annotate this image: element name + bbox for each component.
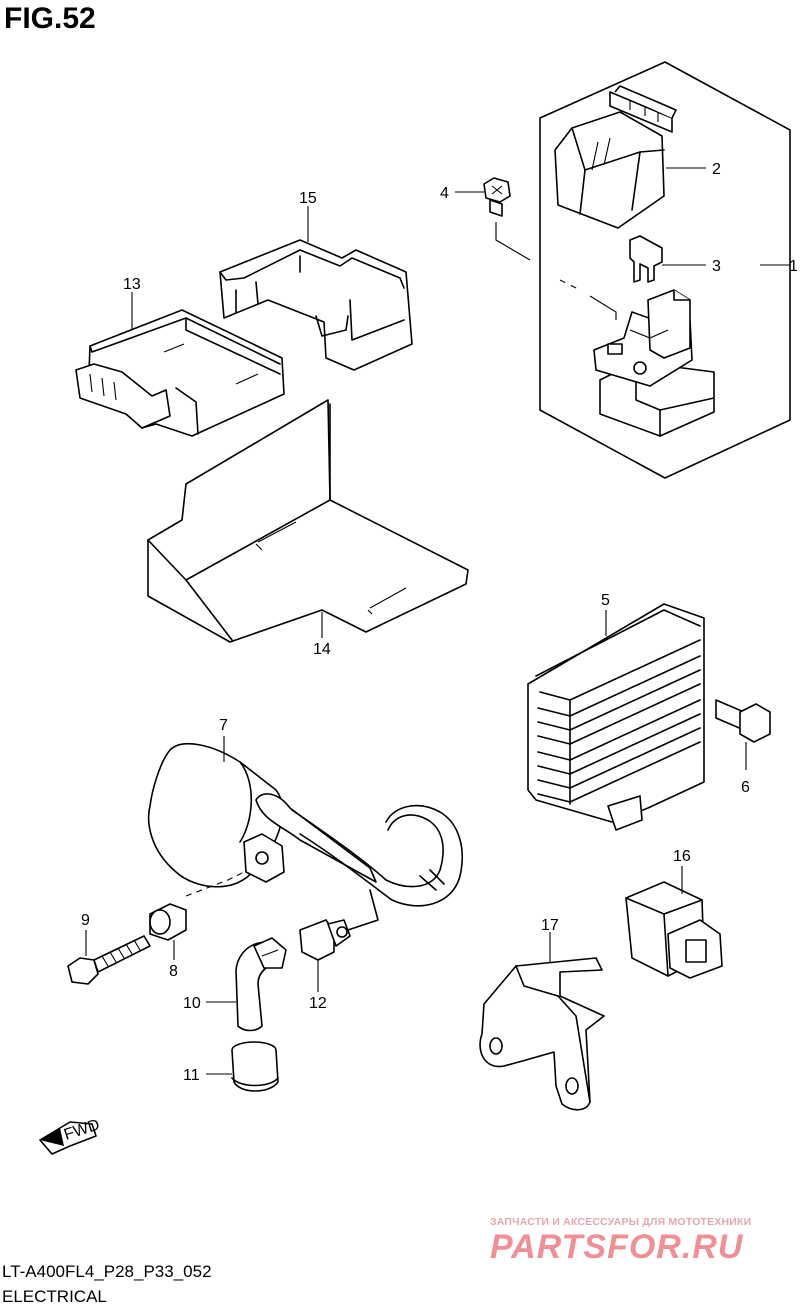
callout-16: 16 xyxy=(673,848,691,865)
callout-7: 7 xyxy=(219,717,228,734)
part-1-starter-relay[interactable] xyxy=(593,289,715,437)
callout-8: 8 xyxy=(169,963,178,980)
figure-title: FIG.52 xyxy=(4,2,96,35)
part-group-1-frame xyxy=(539,61,791,479)
part-14-ecu-tray[interactable] xyxy=(147,399,469,643)
part-16-connector[interactable] xyxy=(625,866,723,979)
part-17-bracket[interactable] xyxy=(479,932,605,1111)
part-2-relay-cover[interactable] xyxy=(554,85,706,229)
part-4-screw[interactable] xyxy=(455,177,617,320)
part-9-bolt[interactable] xyxy=(67,930,151,985)
part-12-cap[interactable] xyxy=(299,919,351,992)
fwd-arrow-icon: FWD xyxy=(39,1116,102,1155)
callout-14: 14 xyxy=(313,641,331,658)
callout-11: 11 xyxy=(183,1067,200,1084)
part-6-bolt[interactable] xyxy=(715,699,771,770)
section-name: ELECTRICAL xyxy=(2,1287,107,1306)
watermark-logo: PARTSFOR.RU xyxy=(490,1228,744,1266)
callout-17: 17 xyxy=(541,917,559,934)
callout-9: 9 xyxy=(81,912,90,929)
part-10-plug-cap[interactable] xyxy=(206,937,287,1032)
callout-12: 12 xyxy=(309,995,327,1012)
callout-6: 6 xyxy=(741,779,750,796)
watermark-subtitle: ЗАПЧАСТИ И АКСЕССУАРЫ ДЛЯ МОТОТЕХНИКИ xyxy=(490,1216,752,1228)
part-5-regulator-rectifier[interactable] xyxy=(527,603,705,831)
callout-4: 4 xyxy=(440,185,449,202)
part-3-fuse[interactable] xyxy=(629,235,706,283)
part-7-ignition-coil[interactable] xyxy=(147,736,463,933)
part-8-collar[interactable] xyxy=(149,903,187,960)
callout-1: 1 xyxy=(789,258,798,275)
part-11-boot[interactable] xyxy=(206,1041,279,1092)
callout-10: 10 xyxy=(183,995,201,1012)
model-code: LT-A400FL4_P28_P33_052 xyxy=(2,1262,212,1281)
callout-5: 5 xyxy=(601,592,610,609)
part-15-ecu-bracket[interactable] xyxy=(219,206,413,371)
callout-3: 3 xyxy=(712,258,721,275)
part-13-ecu[interactable] xyxy=(75,292,285,437)
callout-13: 13 xyxy=(123,276,141,293)
callout-labels: 1 2 3 4 5 6 7 8 9 10 11 12 13 14 15 16 1… xyxy=(81,161,798,1084)
callout-15: 15 xyxy=(299,190,317,207)
callout-2: 2 xyxy=(712,161,721,178)
